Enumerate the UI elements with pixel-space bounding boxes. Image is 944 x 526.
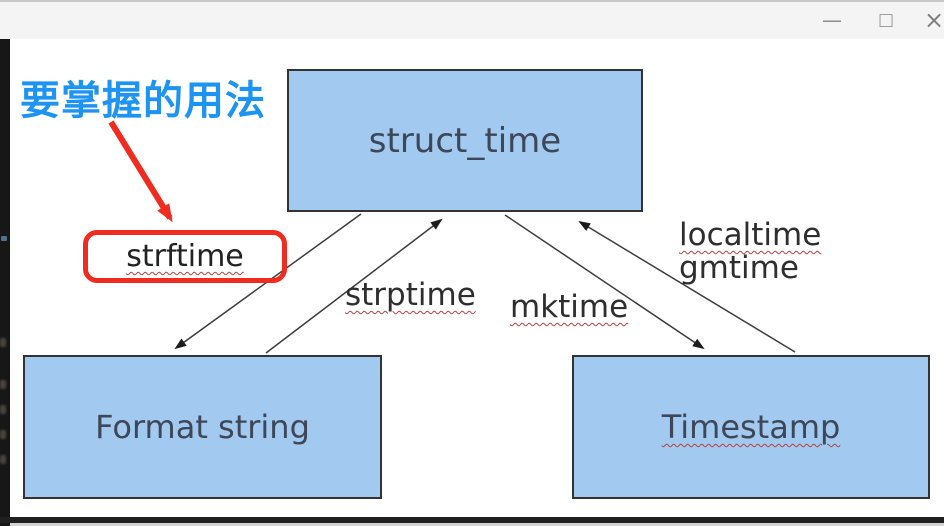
- artifact-fragment: [0, 338, 6, 347]
- close-icon[interactable]: ×: [923, 6, 944, 34]
- edge-localtime-text: localtime: [679, 217, 822, 253]
- artifact-fragment: [0, 380, 6, 389]
- bottom-edge-strip: [10, 523, 944, 526]
- annotation-red-arrow: [108, 120, 173, 223]
- edge-mktime-arrow: [504, 214, 705, 350]
- edge-strptime-label: strptime: [345, 277, 476, 313]
- edge-gmtime-text: gmtime: [679, 250, 799, 286]
- bottom-frame-line: [0, 517, 944, 523]
- edge-strftime-label: strftime: [126, 239, 244, 274]
- node-format-string-label: Format string: [95, 408, 310, 446]
- maximize-icon[interactable]: □: [877, 10, 895, 30]
- strftime-highlight-box: strftime: [83, 230, 287, 283]
- edge-mktime-text: mktime: [510, 289, 629, 325]
- edge-strptime-text: strptime: [345, 277, 476, 313]
- titlebar: — □ ×: [0, 0, 944, 39]
- node-struct-time-label: struct_time: [368, 120, 562, 161]
- edge-mktime-label: mktime: [510, 289, 628, 325]
- minimize-icon[interactable]: —: [822, 8, 842, 32]
- artifact-fragment: [0, 405, 6, 414]
- artifact-fragment: [0, 430, 6, 439]
- artifact-fragment: [0, 455, 6, 464]
- side-dark-strip: [0, 39, 10, 526]
- annotation-note: 要掌握的用法: [20, 78, 266, 124]
- node-format-string: Format string: [23, 355, 382, 499]
- edge-localtime-gmtime-label: localtime gmtime: [679, 219, 821, 285]
- node-struct-time: struct_time: [287, 69, 643, 212]
- artifact-speck: [1, 236, 7, 241]
- node-timestamp: Timestamp: [572, 355, 930, 499]
- node-timestamp-label: Timestamp: [661, 408, 841, 446]
